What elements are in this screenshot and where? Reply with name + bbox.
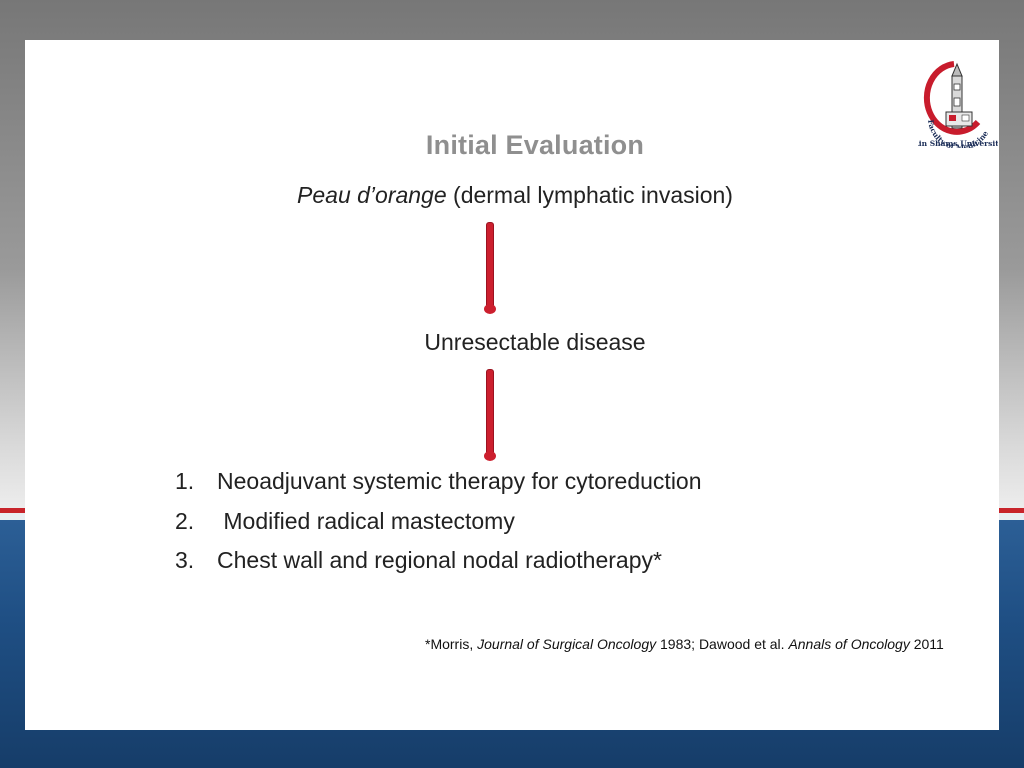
list-item-number: 1. [175, 468, 195, 494]
treatment-steps-list: 1. Neoadjuvant systemic therapy for cytor… [175, 468, 895, 587]
reference-footnote: *Morris, Journal of Surgical Oncology 19… [425, 636, 995, 652]
slide: Faculty of Medicine Ain Shams University… [25, 40, 999, 730]
slide-title: Initial Evaluation [425, 130, 645, 160]
slide-subtitle: Peau d’orange (dermal lymphatic invasion… [225, 182, 805, 209]
down-arrow-icon [484, 370, 496, 461]
down-arrow-icon [484, 223, 496, 314]
list-item-text: Chest wall and regional nodal radiothera… [217, 547, 662, 573]
list-item: 3. Chest wall and regional nodal radiothe… [175, 547, 895, 587]
subtitle-italic-term: Peau d’orange [297, 182, 447, 208]
logo-text-bottom: Ain Shams University [918, 139, 998, 148]
list-item-text: Modified radical mastectomy [217, 507, 515, 534]
list-item-number: 2. [175, 507, 195, 534]
journal-name: Journal of Surgical Oncology [477, 636, 657, 652]
list-item: 1. Neoadjuvant systemic therapy for cytor… [175, 468, 895, 508]
footnote-text: *Morris, [425, 636, 478, 652]
list-item-number: 3. [175, 547, 195, 573]
unresectable-disease-label: Unresectable disease [424, 329, 646, 355]
footnote-text: 1983; Dawood et al. [656, 636, 789, 652]
journal-name: Annals of Oncology [788, 636, 910, 652]
footnote-text: 2011 [909, 636, 944, 652]
subtitle-description: (dermal lymphatic invasion) [446, 182, 733, 208]
university-logo: Faculty of Medicine Ain Shams University [918, 61, 998, 148]
list-item-text: Neoadjuvant systemic therapy for cytored… [217, 468, 702, 494]
list-item: 2. Modified radical mastectomy [175, 508, 895, 548]
